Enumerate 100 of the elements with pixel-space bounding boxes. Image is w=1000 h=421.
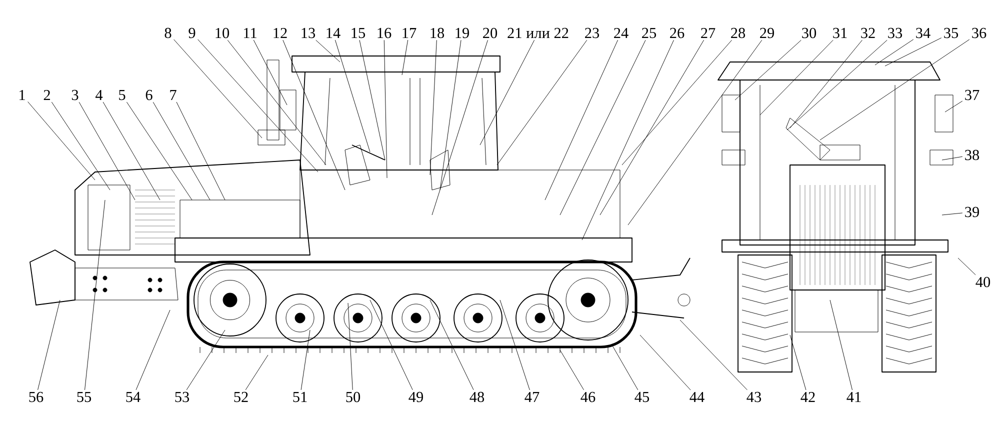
callout-number: 13 bbox=[302, 28, 316, 38]
leader-line bbox=[176, 102, 226, 200]
callout-number: 23 bbox=[585, 28, 600, 38]
leader-line bbox=[245, 354, 268, 390]
leader-line bbox=[384, 40, 388, 178]
callout-number: 21 или 22 bbox=[508, 28, 568, 38]
leader-line bbox=[628, 40, 762, 226]
callout-number: 18 bbox=[430, 28, 444, 38]
leader-line bbox=[152, 102, 210, 200]
leader-line bbox=[560, 40, 646, 216]
leader-line bbox=[958, 258, 976, 276]
leader-line bbox=[28, 102, 96, 180]
callout-number: 52 bbox=[234, 392, 248, 402]
callout-number: 16 bbox=[378, 28, 392, 38]
callout-number: 12 bbox=[274, 28, 287, 38]
callout-number: 37 bbox=[965, 90, 980, 100]
leader-line bbox=[136, 310, 170, 390]
leader-line bbox=[942, 212, 963, 216]
leader-line bbox=[734, 40, 802, 100]
leader-line bbox=[600, 40, 704, 216]
leader-line bbox=[786, 40, 888, 130]
leader-line bbox=[51, 102, 110, 190]
leader-line bbox=[402, 40, 408, 76]
callout-number: 31 bbox=[833, 28, 847, 38]
leader-line bbox=[370, 300, 413, 390]
callout-number: 33 bbox=[888, 28, 902, 38]
callout-number: 51 bbox=[293, 392, 307, 402]
leader-line bbox=[582, 40, 674, 240]
callout-number: 4 bbox=[96, 90, 103, 100]
leader-line bbox=[500, 300, 530, 390]
callout-number: 29 bbox=[760, 28, 774, 38]
callout-number: 24 bbox=[614, 28, 628, 38]
callout-number: 54 bbox=[126, 392, 140, 402]
callout-number: 41 bbox=[846, 392, 861, 402]
callout-number: 50 bbox=[346, 392, 360, 402]
leader-line bbox=[884, 38, 942, 66]
callout-number: 35 bbox=[944, 28, 958, 38]
callout-number: 19 bbox=[456, 28, 469, 38]
leader-line bbox=[790, 334, 806, 390]
callout-number: 30 bbox=[802, 28, 816, 38]
callout-number: 46 bbox=[580, 392, 596, 402]
callout-number: 44 bbox=[690, 392, 704, 402]
callout-number: 55 bbox=[77, 392, 92, 402]
leader-line bbox=[282, 40, 346, 190]
callout-number: 17 bbox=[402, 28, 416, 38]
callout-number: 7 bbox=[170, 90, 176, 100]
callout-number: 38 bbox=[965, 150, 980, 160]
leader-line bbox=[680, 320, 748, 390]
callout-number: 34 bbox=[916, 28, 930, 38]
callout-number: 25 bbox=[642, 28, 656, 38]
leader-line bbox=[560, 350, 584, 390]
leader-line bbox=[874, 39, 914, 66]
callout-number: 49 bbox=[408, 392, 423, 402]
callout-number: 47 bbox=[524, 392, 540, 402]
leader-line bbox=[300, 330, 310, 390]
leader-line bbox=[942, 156, 963, 160]
leader-line bbox=[316, 40, 340, 62]
callout-number: 53 bbox=[175, 392, 190, 402]
leader-line bbox=[227, 40, 326, 166]
leader-line bbox=[186, 330, 226, 390]
callout-number: 14 bbox=[326, 28, 340, 38]
leader-line bbox=[84, 200, 106, 390]
leader-line bbox=[612, 344, 638, 390]
callout-number: 2 bbox=[44, 90, 50, 100]
leader-line bbox=[830, 300, 852, 390]
leader-line bbox=[622, 40, 732, 166]
callout-number: 11 bbox=[244, 28, 256, 38]
callout-number: 3 bbox=[72, 90, 78, 100]
callout-number: 15 bbox=[352, 28, 366, 38]
callout-number: 36 bbox=[972, 28, 986, 38]
leader-line bbox=[174, 39, 262, 138]
callout-number: 39 bbox=[965, 206, 979, 218]
leader-line bbox=[640, 334, 691, 390]
callout-number: 1 bbox=[20, 90, 25, 100]
leader-line bbox=[440, 40, 462, 190]
callout-number: 27 bbox=[701, 28, 716, 38]
leader-line bbox=[198, 39, 318, 172]
leader-line bbox=[348, 302, 353, 390]
callout-number: 56 bbox=[29, 392, 44, 402]
leader-line bbox=[432, 40, 488, 216]
callout-number: 9 bbox=[188, 28, 196, 38]
callout-number: 20 bbox=[483, 28, 498, 38]
callout-number: 6 bbox=[146, 90, 152, 100]
leader-line bbox=[78, 102, 136, 200]
leader-line bbox=[480, 40, 535, 146]
callout-number: 40 bbox=[976, 276, 990, 288]
leader-line bbox=[430, 40, 437, 176]
leader-line bbox=[359, 40, 386, 160]
callout-number: 43 bbox=[746, 392, 762, 402]
leader-line bbox=[544, 40, 618, 200]
callout-number: 10 bbox=[216, 28, 230, 38]
leader-line bbox=[760, 40, 834, 116]
callout-number: 5 bbox=[119, 90, 126, 100]
leader-line bbox=[496, 40, 588, 166]
leader-line bbox=[820, 39, 970, 140]
callout-number: 42 bbox=[800, 392, 815, 402]
leader-line bbox=[38, 300, 60, 390]
leader-line bbox=[430, 300, 474, 390]
callout-number: 28 bbox=[731, 28, 746, 38]
callout-number: 32 bbox=[861, 28, 875, 38]
